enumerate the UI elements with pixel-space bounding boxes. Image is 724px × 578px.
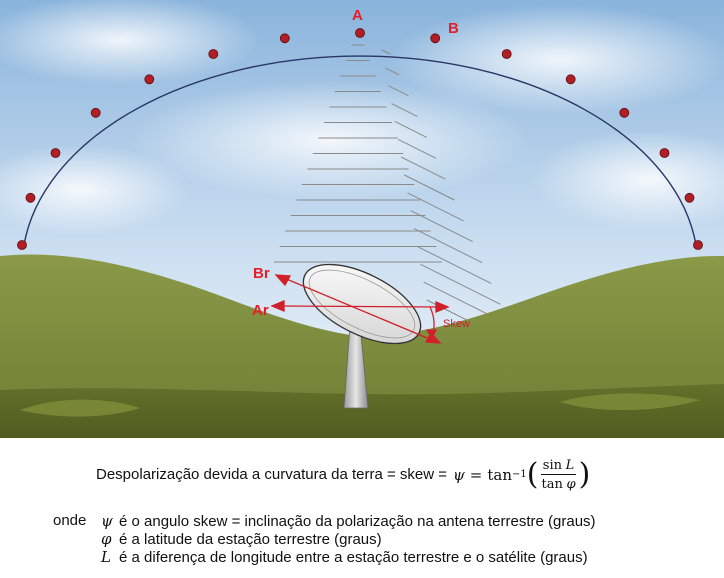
formula-den-var: φ (566, 477, 576, 492)
skew-formula: Despolarização devida a curvatura da ter… (96, 457, 590, 492)
ground-front (0, 384, 724, 438)
polarization-arrows (270, 274, 450, 344)
polarization-line-b (410, 210, 474, 243)
arrow-ar (279, 305, 441, 308)
def-where: onde (53, 512, 87, 529)
satellite-dot (693, 240, 703, 250)
polarization-line-b (384, 67, 400, 76)
formula-arctan: tan (487, 465, 513, 484)
satellite-dot (430, 33, 441, 44)
polarization-line-b (381, 49, 391, 55)
formula-psi: ψ (453, 465, 465, 484)
earth-curvature-diagram: A B Br Ar Skew (0, 0, 724, 438)
polarization-line-b (400, 156, 446, 180)
label-ar: Ar (252, 302, 269, 319)
polarization-line-b (407, 192, 464, 222)
antenna-dish-rim (308, 269, 416, 339)
ground-patch-left (20, 399, 140, 417)
formula-text: Despolarização devida a curvatura da ter… (96, 466, 448, 483)
formula-paren-right: ) (578, 456, 591, 492)
satellite-dot (17, 240, 27, 250)
def-psi-symbol: ψ (101, 512, 113, 530)
formula-equals: = (469, 465, 483, 484)
formula-arctan-exp: −1 (512, 469, 527, 480)
formula-den-fn: tan (541, 477, 563, 492)
polarization-line-b (388, 85, 409, 97)
formula-num-fn: sin (542, 458, 562, 473)
formula-num-var: L (565, 458, 575, 473)
satellite-dot (619, 107, 630, 118)
polarization-line-b (394, 120, 428, 138)
label-b: B (448, 20, 459, 37)
satellite-dot (659, 148, 670, 158)
caption: Despolarização devida a curvatura da ter… (0, 438, 724, 578)
def-psi: ψ é o angulo skew = inclinação da polariz… (101, 512, 596, 530)
polarization-line-b (413, 228, 483, 264)
satellite-dot (355, 28, 365, 38)
formula-fraction: sin L tan φ (539, 457, 577, 492)
satellite-dot (208, 49, 219, 59)
def-l-text: é a diferença de longitude entre a estaç… (119, 549, 588, 566)
label-br: Br (253, 265, 270, 282)
label-a: A (352, 7, 363, 24)
label-skew: Skew (443, 318, 470, 330)
def-phi-text: é a latitude da estação terrestre (graus… (119, 531, 382, 548)
polarization-line-b (397, 138, 437, 159)
satellite-dot (684, 192, 695, 203)
satellite-dot (50, 148, 61, 158)
satellite-dots (17, 28, 703, 250)
ground-patch-right (560, 393, 700, 411)
formula-paren-left: ( (526, 456, 539, 492)
satellite-dot (501, 49, 512, 59)
def-l-symbol: L (101, 548, 111, 566)
antenna-dish (302, 263, 422, 345)
polarization-line-b (416, 245, 492, 284)
geostationary-arc (23, 55, 697, 246)
satellite-dot (25, 192, 36, 203)
satellite-dot (144, 74, 155, 85)
polarization-line-b (420, 263, 501, 305)
clouds (0, 0, 724, 235)
antenna (302, 263, 422, 409)
polarization-line-b (404, 174, 455, 201)
polarization-line-b (391, 103, 418, 118)
satellite-dot (565, 74, 576, 85)
satellite-dot (279, 33, 290, 44)
def-phi: φ é a latitude da estação terrestre (grau… (101, 530, 382, 548)
def-psi-text: é o angulo skew = inclinação da polariza… (119, 513, 596, 530)
def-phi-symbol: φ (101, 530, 112, 548)
arrow-br (283, 277, 433, 341)
satellite-dot (90, 107, 101, 118)
